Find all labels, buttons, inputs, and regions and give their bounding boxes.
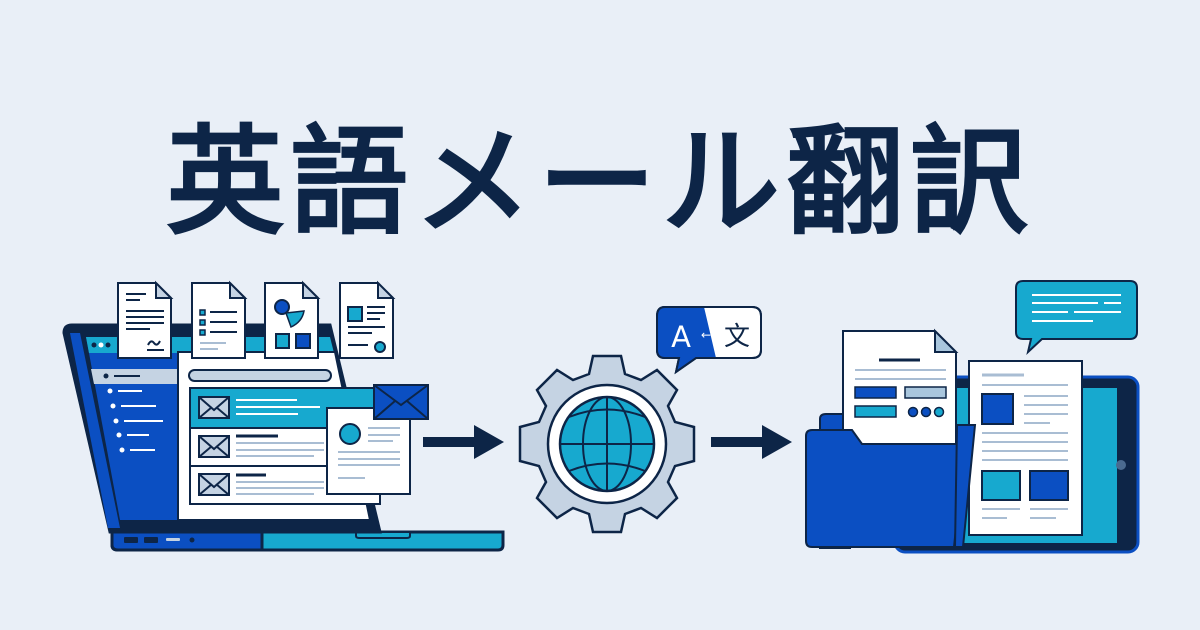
- translated-document: [968, 360, 1083, 536]
- laptop-illustration: [62, 280, 505, 552]
- window-dot-icon: [91, 342, 97, 348]
- pie-chart-icon: [274, 299, 290, 315]
- source-language-glyph: A: [671, 320, 691, 354]
- page-title: 英語メール翻訳: [165, 113, 1034, 251]
- gear-globe-illustration: [518, 354, 696, 534]
- svg-text:←: ←: [701, 328, 711, 342]
- chat-bubble-icon: [1015, 280, 1138, 355]
- arrow-right-icon: [711, 425, 792, 459]
- translate-badge-icon: A ← 文: [656, 306, 762, 375]
- arrow-right-icon: [423, 425, 504, 459]
- document-stack: [117, 280, 396, 359]
- sidebar-items: [107, 388, 163, 453]
- signature-icon: [147, 340, 161, 346]
- folder-icon: [805, 429, 966, 548]
- folder-documents-illustration: [805, 280, 1140, 554]
- globe-icon: [558, 395, 656, 493]
- port-icon: [124, 537, 138, 543]
- search-bar: [188, 369, 332, 382]
- target-language-glyph: 文: [724, 322, 750, 352]
- image-icon: [347, 306, 363, 322]
